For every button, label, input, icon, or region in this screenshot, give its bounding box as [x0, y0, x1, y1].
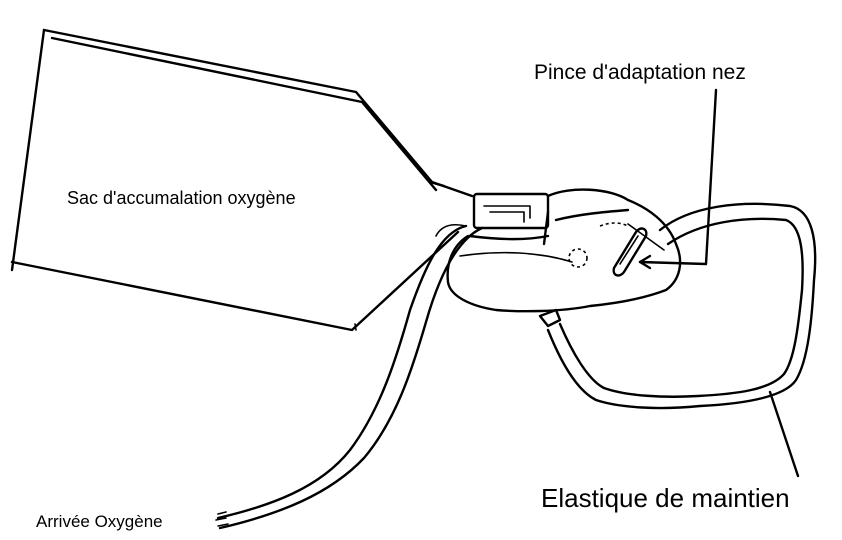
reservoir-bag [12, 30, 472, 330]
oxygen-inlet-label: Arrivée Oxygène [36, 513, 163, 530]
leader-lines [430, 90, 798, 476]
face-mask [448, 190, 680, 312]
oxygen-tubing [216, 225, 482, 528]
nose-clip [614, 224, 664, 275]
elastic-strap [540, 204, 815, 408]
bag-connector [474, 194, 548, 244]
elastic-strap-label: Elastique de maintien [541, 485, 790, 511]
elastic-leader-line [770, 392, 798, 476]
nose-clip-label: Pince d'adaptation nez [534, 62, 746, 83]
reservoir-bag-label: Sac d'accumalation oxygène [67, 189, 296, 207]
